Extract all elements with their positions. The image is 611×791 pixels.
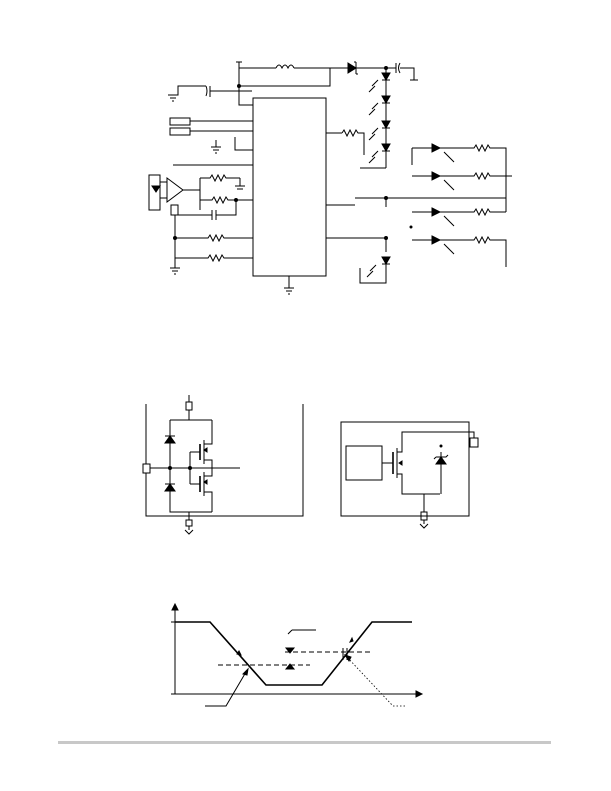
indicator-resistor-4: [440, 235, 507, 267]
set-resistor: [175, 233, 253, 243]
driver-ic: [252, 97, 327, 277]
light-emission-arrows: [443, 151, 455, 191]
hysteresis-callout: [287, 629, 316, 635]
led-drive-wire: [326, 237, 387, 252]
schottky-diode-icon: [347, 62, 357, 74]
hysteresis-arrow-down-icon: [284, 647, 296, 654]
ground-wire: [234, 137, 253, 151]
light-emission-arrows: [443, 215, 455, 255]
zener-wire: [433, 452, 449, 494]
node-dot: [439, 444, 443, 448]
indicator-resistor-1: [440, 143, 507, 212]
ground-icon: [235, 178, 245, 190]
compensation-capacitor: [175, 200, 237, 220]
photosensor-box: [148, 174, 161, 211]
channel-wire: [326, 197, 506, 207]
bias-resistor: [175, 253, 253, 263]
ground-terminal-icon: [419, 494, 429, 529]
leader-arrow-icon: [343, 654, 352, 662]
ground-icon: [170, 267, 180, 275]
node-dot: [409, 225, 413, 229]
hysteresis-arrow-up-icon: [284, 663, 296, 670]
led-chain: [368, 72, 391, 164]
output-capacitor: [395, 62, 418, 81]
inner-rail: [239, 68, 331, 87]
input-circuit-boundary: [145, 404, 304, 517]
inductor-symbol: [275, 64, 295, 70]
indicator-resistor-2: [440, 171, 512, 181]
gate-wire: [189, 451, 200, 485]
opamp-icon: [166, 177, 184, 203]
ground-terminal-icon: [184, 512, 194, 535]
rising-threshold-leader: [345, 655, 405, 707]
supply-terminal: [236, 61, 253, 106]
footer-rule: [58, 741, 551, 744]
falling-edge-arrow-icon: [236, 650, 242, 656]
node-dot: [384, 236, 388, 240]
x-axis-arrow-icon: [415, 690, 424, 698]
application-schematic: [148, 61, 512, 295]
indicator-feed: [411, 147, 432, 177]
led-icon: [381, 95, 391, 105]
signal-waveform: [175, 621, 412, 686]
sense-wire: [326, 132, 386, 169]
output-pin-terminal: [469, 437, 479, 448]
ground-icon: [168, 94, 178, 102]
ground-icon: [284, 276, 294, 295]
led-icon: [381, 120, 391, 130]
led-icon: [381, 143, 391, 153]
output-mosfet-channel: [396, 442, 440, 495]
rising-edge-arrow-icon: [349, 636, 354, 643]
led-icon: [431, 207, 442, 217]
input-pin-2: [169, 127, 191, 136]
led-icon: [381, 256, 391, 266]
led-icon: [431, 235, 442, 245]
ground-icon: [211, 140, 221, 154]
leader-arrow-icon: [242, 667, 249, 676]
led-loop: [359, 264, 387, 284]
mosfet-channels: [203, 420, 213, 512]
node-dot: [234, 198, 238, 202]
sense-resistor: [341, 128, 365, 155]
led-icon: [431, 143, 442, 153]
indicator-feed: [412, 211, 432, 241]
opamp-wires: [160, 181, 200, 199]
gain-resistor: [200, 195, 253, 205]
esd-diode-icon: [164, 483, 176, 492]
photodiode-icon: [151, 185, 161, 193]
input-pin-terminal: [142, 463, 151, 474]
sensor-connector: [170, 204, 179, 216]
light-emission-arrows: [368, 79, 379, 164]
pin-equivalent-circuits: [142, 395, 479, 535]
vdd-terminal: [185, 395, 193, 420]
indicator-resistor-3: [440, 207, 506, 217]
feedback-resistor: [199, 173, 240, 210]
esd-rails: [169, 419, 212, 513]
node-dot: [168, 466, 172, 470]
y-axis-ticks: [171, 621, 175, 695]
control-logic-block: [345, 445, 383, 481]
y-axis-arrow-icon: [171, 602, 179, 611]
input-pin-1: [169, 117, 191, 126]
led-icon: [431, 171, 442, 181]
threshold-timing-diagram: [171, 602, 424, 707]
falling-threshold-leader: [205, 671, 247, 707]
mosfet-arrow-icon: [398, 460, 403, 466]
led-icon: [381, 72, 391, 82]
mosfet-arrow-icon: [203, 447, 208, 485]
input-wires: [190, 120, 253, 132]
drain-wire: [401, 431, 475, 442]
input-capacitor: [170, 85, 252, 97]
node-dot: [384, 196, 388, 200]
esd-diode-icon: [164, 435, 176, 444]
